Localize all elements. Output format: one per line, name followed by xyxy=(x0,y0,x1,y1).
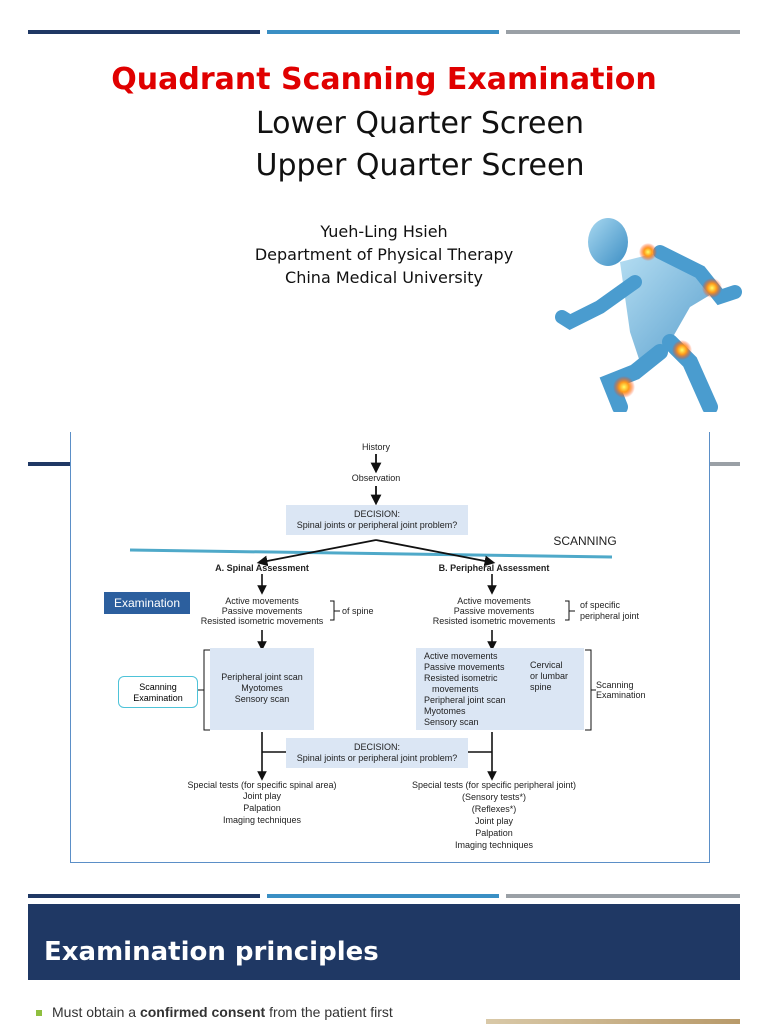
spinal-special-1: Special tests (for specific spinal area) xyxy=(187,780,337,790)
section-title-examination-principles: Examination principles xyxy=(28,904,740,980)
scanning-exam-right-1: Scanning xyxy=(596,680,634,690)
scanning-flowchart xyxy=(70,432,710,863)
subtitle-upper: Upper Quarter Screen xyxy=(255,148,585,183)
peripheral-special-3: (Reflexes*) xyxy=(471,804,517,814)
spinal-move-1: Active movements xyxy=(225,596,299,606)
history-step: History xyxy=(361,442,390,452)
decision-2-title: DECISION: xyxy=(353,742,400,752)
bullet-square-icon xyxy=(36,1010,42,1017)
slide-title: Quadrant Scanning Examination xyxy=(111,62,657,97)
of-specific-label: of specific xyxy=(580,600,621,610)
bottom-bar-blue xyxy=(267,894,499,898)
bottom-bar-navy xyxy=(28,894,260,898)
mid-bar-navy xyxy=(28,462,72,466)
of-spine-label: of spine xyxy=(342,606,374,616)
bullet-consent: Must obtain a confirmed consent from the… xyxy=(36,1004,393,1020)
peripheral-scan-1: Active movements xyxy=(424,651,498,661)
scan-badge-line2: Examination xyxy=(133,693,183,703)
spinal-scan-1: Peripheral joint scan xyxy=(221,672,303,682)
decision-1-title: DECISION: xyxy=(353,509,400,519)
peripheral-move-2: Passive movements xyxy=(453,606,535,616)
decision-box-2: DECISION: Spinal joints or peripheral jo… xyxy=(286,738,468,768)
top-bar-gray xyxy=(506,30,740,34)
spinal-move-3: Resisted isometric movements xyxy=(200,616,324,626)
cervical-label-1: Cervical xyxy=(530,660,563,670)
spinal-special-4: Imaging techniques xyxy=(222,815,302,825)
peripheral-joint-label: peripheral joint xyxy=(580,611,640,621)
cervical-label-2: or lumbar xyxy=(530,671,569,681)
peripheral-special-1: Special tests (for specific peripheral j… xyxy=(411,780,577,790)
top-bar-blue xyxy=(267,30,499,34)
peripheral-scan-4: movements xyxy=(432,684,479,694)
peripheral-special-4: Joint play xyxy=(474,816,514,826)
peripheral-move-1: Active movements xyxy=(457,596,531,606)
spinal-scan-2: Myotomes xyxy=(241,683,283,693)
peripheral-scan-6: Myotomes xyxy=(424,706,466,716)
peripheral-scan-5: Peripheral joint scan xyxy=(424,695,506,705)
mid-bar-gray xyxy=(708,462,740,466)
scanning-examination-badge: Scanning Examination xyxy=(118,676,198,708)
spinal-special-2: Joint play xyxy=(242,791,282,801)
bullet-text-pre: Must obtain a xyxy=(52,1004,140,1020)
spinal-scan-3: Sensory scan xyxy=(234,694,290,704)
bottom-right-image-strip xyxy=(486,1019,740,1024)
peripheral-scan-2: Passive movements xyxy=(424,662,505,672)
scanning-exam-right-2: Examination xyxy=(596,690,646,700)
author-name: Yueh-Ling Hsieh xyxy=(320,222,448,241)
peripheral-scan-7: Sensory scan xyxy=(424,717,479,727)
subtitle-lower: Lower Quarter Screen xyxy=(256,106,584,141)
cervical-label-3: spine xyxy=(530,682,552,692)
decision-1-text: Spinal joints or peripheral joint proble… xyxy=(296,520,458,530)
scan-badge-line1: Scanning xyxy=(139,682,177,692)
spinal-move-2: Passive movements xyxy=(221,606,303,616)
spinal-assessment-title: A. Spinal Assessment xyxy=(215,563,309,573)
department: Department of Physical Therapy xyxy=(254,245,514,264)
decision-box-1: DECISION: Spinal joints or peripheral jo… xyxy=(286,505,468,535)
spinal-scan-box: Peripheral joint scan Myotomes Sensory s… xyxy=(210,648,314,730)
bullet-text-post: from the patient first xyxy=(265,1004,393,1020)
top-bar-navy xyxy=(28,30,260,34)
examination-badge: Examination xyxy=(104,592,190,614)
bullet-text-bold: confirmed consent xyxy=(139,1004,266,1020)
running-figure-image xyxy=(555,218,742,412)
peripheral-scan-box: Active movements Passive movements Resis… xyxy=(416,648,584,730)
peripheral-special-2: (Sensory tests*) xyxy=(461,792,527,802)
peripheral-special-5: Palpation xyxy=(475,828,513,838)
bottom-bar-gray xyxy=(506,894,740,898)
peripheral-assessment-title: B. Peripheral Assessment xyxy=(438,563,550,573)
peripheral-move-3: Resisted isometric movements xyxy=(432,616,556,626)
decision-2-text: Spinal joints or peripheral joint proble… xyxy=(296,753,458,763)
scanning-label: SCANNING xyxy=(553,534,617,548)
peripheral-special-6: Imaging techniques xyxy=(454,840,534,850)
observation-step: Observation xyxy=(351,473,401,483)
university: China Medical University xyxy=(285,268,483,287)
spinal-special-3: Palpation xyxy=(243,803,281,813)
peripheral-scan-3: Resisted isometric xyxy=(424,673,498,683)
